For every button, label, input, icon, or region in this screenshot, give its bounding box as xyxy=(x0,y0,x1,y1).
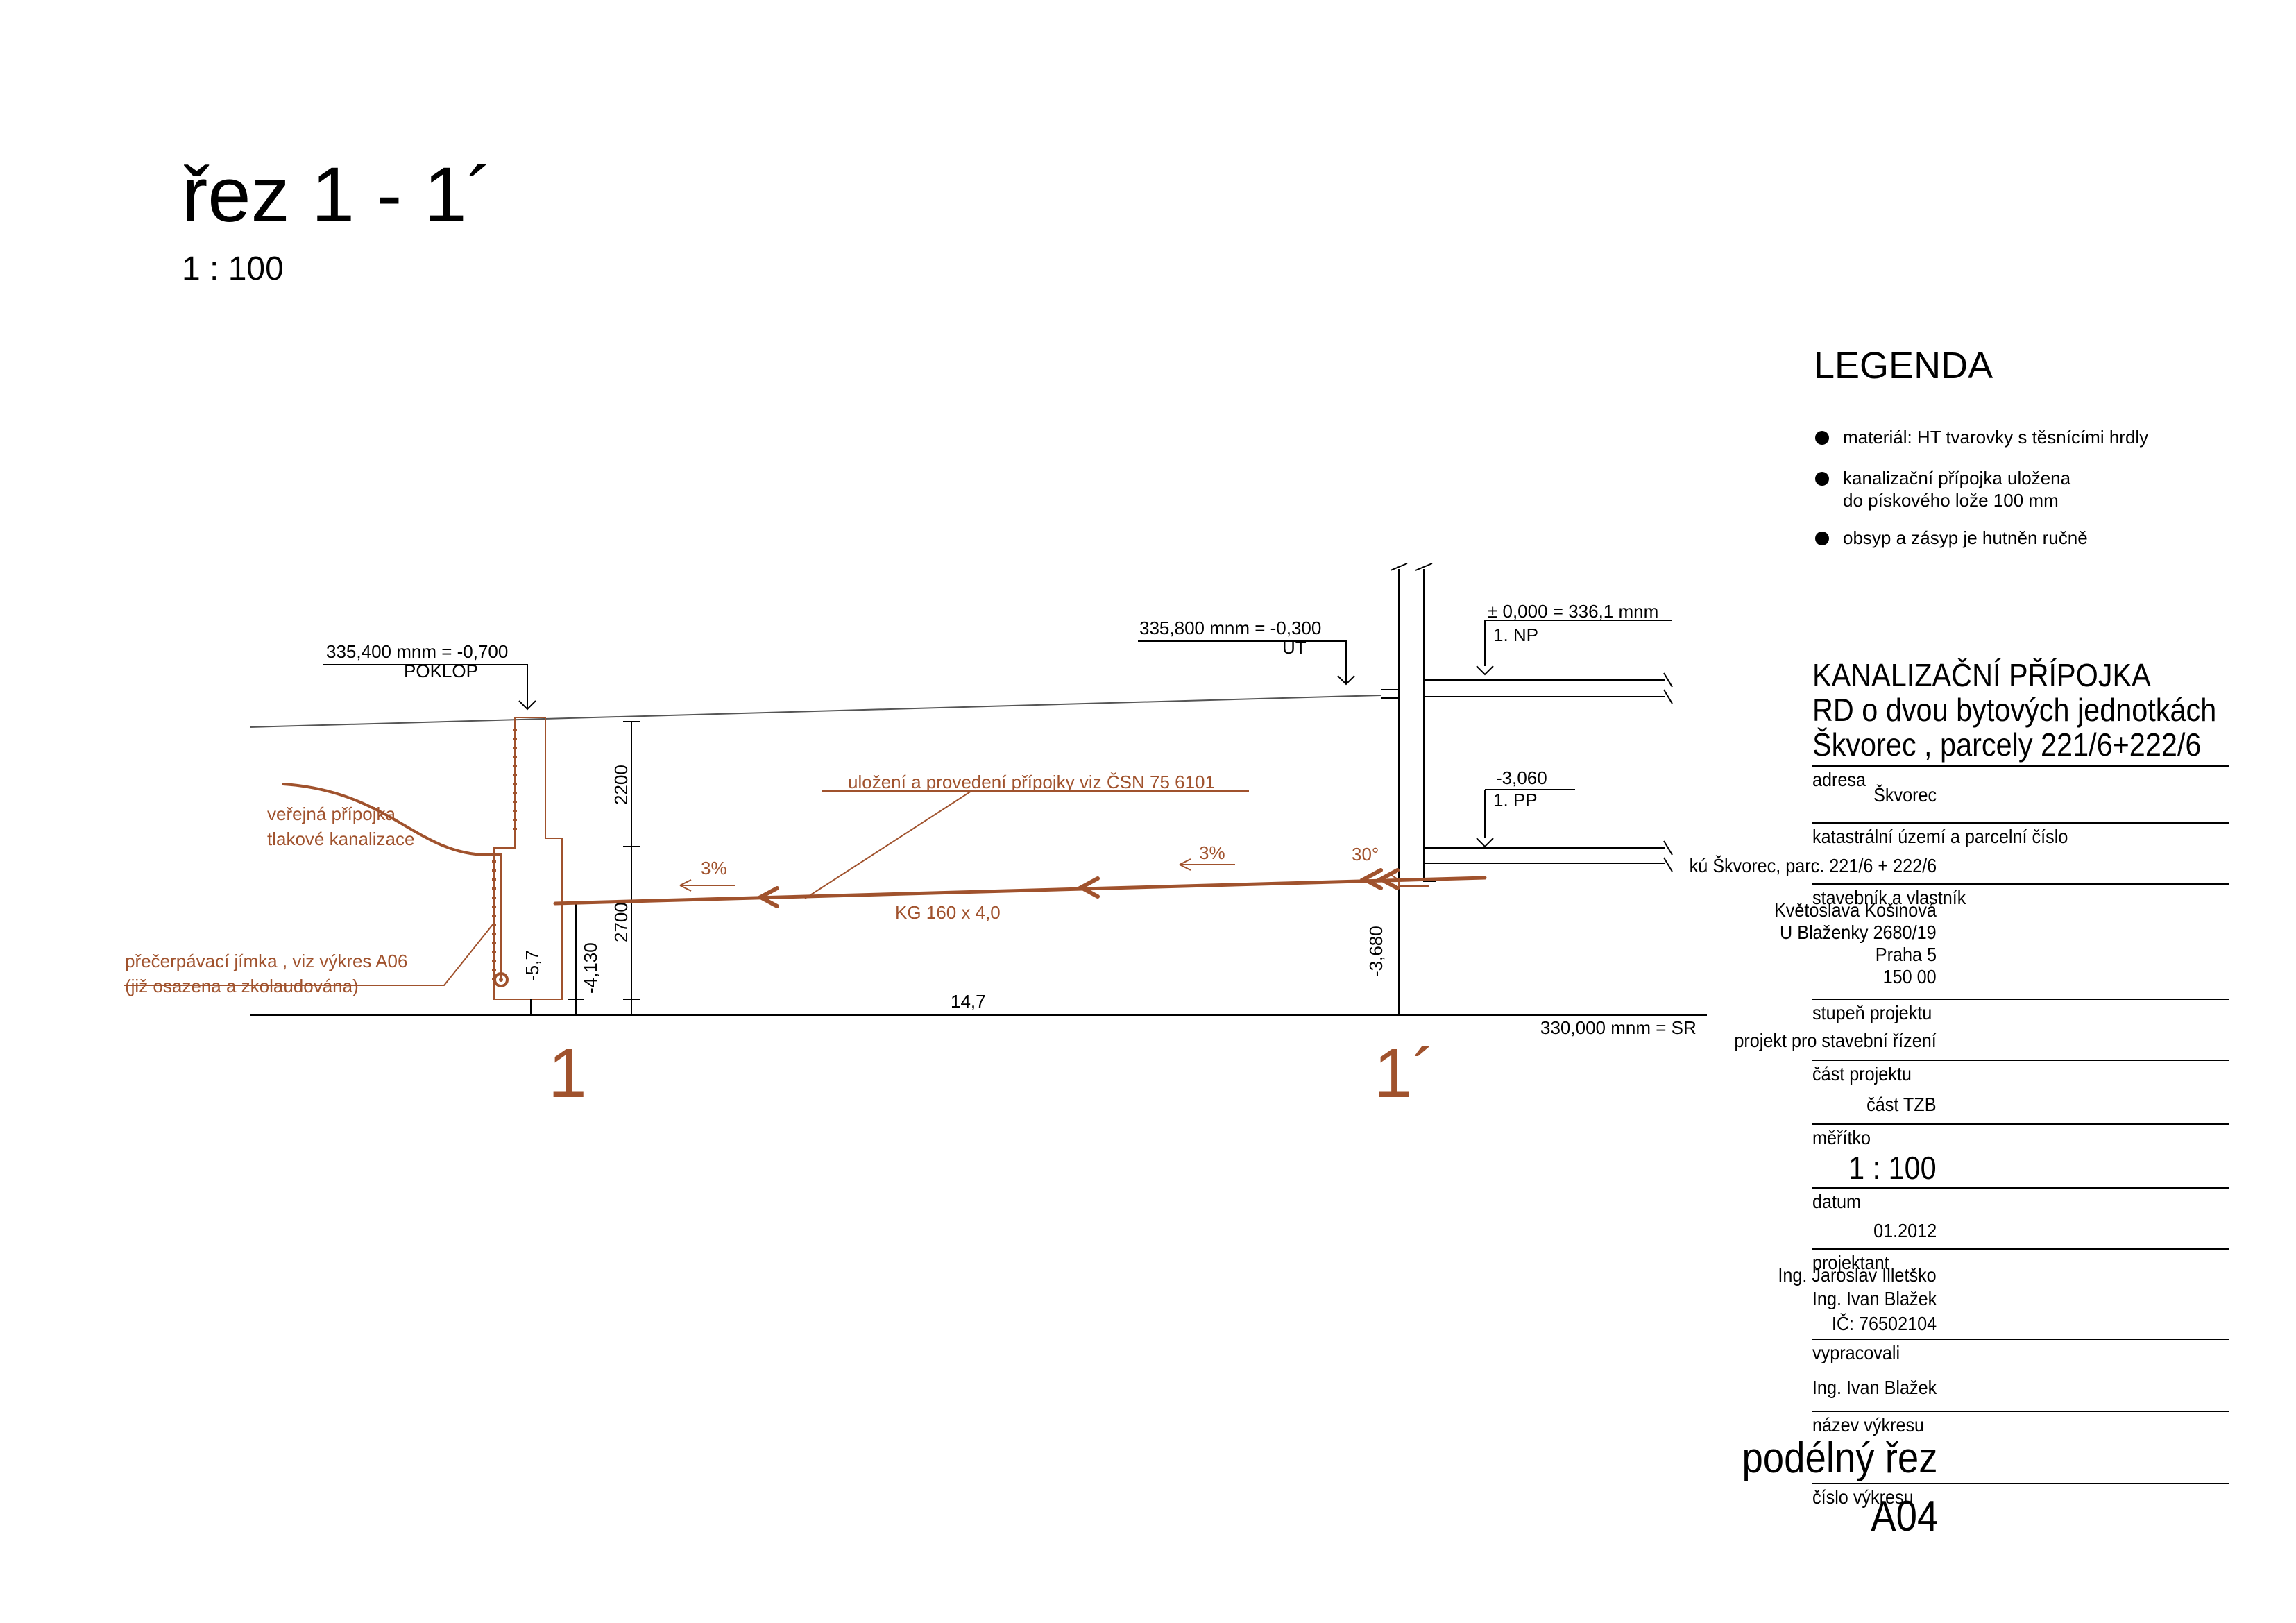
legend-title: LEGENDA xyxy=(1814,345,1993,386)
titleblock-rules xyxy=(1812,765,2229,1484)
standard-label: uložení a provedení přípojky viz ČSN 75 … xyxy=(848,772,1215,792)
pp-label: 1. PP xyxy=(1493,790,1538,810)
legend-item-backfill: obsyp a zásyp je hutněn ručně xyxy=(1843,527,2088,548)
sewer-pipe xyxy=(553,876,1487,906)
tb-designer-1: Ing. Jaroslav Illetško xyxy=(1778,1264,1937,1286)
building-wall xyxy=(1398,569,1436,1015)
pipe-arrow-1 xyxy=(756,886,779,908)
public-sewer-label-2: tlakové kanalizace xyxy=(267,829,415,849)
tb-num-value: A04 xyxy=(1870,1493,1938,1540)
floor-np xyxy=(1424,679,1665,697)
dim-4130: -4,130 xyxy=(580,942,601,994)
tb-owner-1: Květoslava Košinová xyxy=(1774,899,1937,921)
tb-designer-2: Ing. Ivan Blažek xyxy=(1812,1288,1937,1309)
tb-owner-3: Praha 5 xyxy=(1875,944,1937,965)
tb-adresa-label: adresa xyxy=(1812,769,1866,790)
section-marker-1: 1 xyxy=(548,1035,587,1112)
tb-heading-1: KANALIZAČNÍ PŘÍPOJKA xyxy=(1812,657,2151,693)
datum-label: 330,000 mnm = SR xyxy=(1540,1017,1697,1038)
tb-part-value: část TZB xyxy=(1866,1094,1937,1115)
tb-adresa-value: Škvorec xyxy=(1873,784,1937,806)
legend-bullet xyxy=(1815,472,1829,486)
pipe-label: KG 160 x 4,0 xyxy=(895,902,1001,923)
tb-name-value: podélný řez xyxy=(1742,1434,1938,1482)
pump-symbol xyxy=(493,972,509,987)
terrain-line xyxy=(249,695,1381,728)
np-level: ± 0,000 = 336,1 mnm xyxy=(1488,601,1659,622)
tb-heading-2: RD o dvou bytových jednotkách xyxy=(1812,692,2217,728)
pump-chamber xyxy=(493,717,563,1000)
tb-kat-label: katastrální území a parcelní číslo xyxy=(1812,826,2068,847)
ut-level: 335,800 mnm = -0,300 xyxy=(1139,618,1322,638)
legend-item-bedding-2: do pískového lože 100 mm xyxy=(1843,490,2059,511)
tb-designer-3: IČ: 76502104 xyxy=(1831,1313,1937,1334)
pp-level: -3,060 xyxy=(1496,767,1547,788)
public-sewer-label: veřejná přípojka xyxy=(267,804,396,824)
pressure-sewer xyxy=(282,783,502,981)
tb-owner-2: U Blaženky 2680/19 xyxy=(1780,921,1937,943)
slope-label-2: 3% xyxy=(1199,842,1225,863)
tb-scale-label: měřítko xyxy=(1812,1127,1871,1148)
pipe-arrow-3 xyxy=(1359,868,1400,890)
tb-designer-label: projektant xyxy=(1812,1252,1889,1273)
tb-heading-3: Škvorec , parcely 221/6+222/6 xyxy=(1812,726,2202,763)
floor-pp xyxy=(1424,847,1665,864)
np-label: 1. NP xyxy=(1493,624,1539,645)
poklop-level: 335,400 mnm = -0,700 xyxy=(326,641,509,662)
tb-part-label: část projektu xyxy=(1812,1063,1912,1085)
drawing-title: řez 1 - 1´ xyxy=(182,151,493,238)
legend-item-bedding: kanalizační přípojka uložena xyxy=(1843,468,2071,488)
tb-prepared-value: Ing. Ivan Blažek xyxy=(1812,1377,1937,1398)
chamber-hatch xyxy=(492,729,517,985)
tb-stage-label: stupeň projektu xyxy=(1812,1002,1932,1023)
legend-item-material: materiál: HT tvarovky s těsnícími hrdly xyxy=(1843,427,2149,448)
legend-bullet xyxy=(1815,431,1829,445)
tb-owner-label: stavebník a vlastník xyxy=(1812,887,1966,908)
dim-3680: -3,680 xyxy=(1366,926,1386,977)
tb-name-label: název výkresu xyxy=(1812,1414,1925,1436)
tb-date-value: 01.2012 xyxy=(1873,1220,1937,1241)
tb-prepared-label: vypracovali xyxy=(1812,1342,1900,1363)
tb-num-label: číslo výkresu xyxy=(1812,1486,1914,1508)
ut-label: UT xyxy=(1282,637,1307,658)
poklop-label: POKLOP xyxy=(404,661,478,681)
tb-owner-4: 150 00 xyxy=(1882,966,1937,987)
slope-label-1: 3% xyxy=(701,858,727,878)
pipe-arrow-2 xyxy=(1076,876,1100,899)
tb-stage-value: projekt pro stavební řízení xyxy=(1734,1030,1937,1051)
pump-label-2: (již osazena a zkolaudována) xyxy=(125,976,359,996)
drawing-scale: 1 : 100 xyxy=(182,250,284,287)
section-marker-1-prime: 1´ xyxy=(1374,1035,1436,1112)
tb-scale-value: 1 : 100 xyxy=(1848,1150,1937,1186)
tb-date-label: datum xyxy=(1812,1191,1862,1212)
dim-147: 14,7 xyxy=(951,991,986,1012)
legend-bullet xyxy=(1815,532,1829,545)
dim-2700: 2700 xyxy=(611,902,631,942)
dim-2200: 2200 xyxy=(611,765,631,805)
angle-label: 30° xyxy=(1352,844,1379,865)
dim-57: -5,7 xyxy=(522,950,543,981)
pump-label: přečerpávací jímka , viz výkres A06 xyxy=(125,951,408,971)
tb-kat-value: kú Škvorec, parc. 221/6 + 222/6 xyxy=(1689,855,1937,876)
